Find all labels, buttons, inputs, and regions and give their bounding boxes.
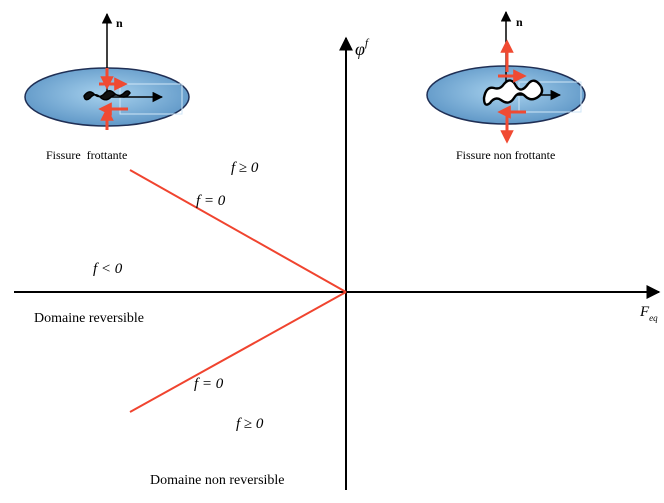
crack-left-normal-label: n [116, 16, 123, 30]
lower-boundary-line [130, 292, 346, 412]
label-f-lt: f < 0 [93, 261, 123, 277]
label-lower-f-eq: f = 0 [194, 376, 224, 392]
upper-boundary-line [130, 170, 346, 292]
label-lower-f-geq: f ≥ 0 [236, 416, 264, 432]
domain-non-reversible-label: Domaine non reversible [150, 473, 285, 488]
crack-left-caption: Fissure frottante [46, 148, 127, 162]
x-axis-label: Feq [639, 304, 658, 323]
label-upper-f-geq: f ≥ 0 [231, 160, 259, 176]
crack-right-normal-label: n [516, 15, 523, 29]
label-upper-f-eq: f = 0 [196, 193, 226, 209]
crack-right-caption: Fissure non frottante [456, 148, 555, 162]
y-axis-label: φf [355, 37, 370, 59]
crack-right-illustration: n Fissure non frottante [427, 12, 585, 162]
crack-left-illustration: n Fissure frottante [25, 14, 189, 162]
domain-reversible-label: Domaine reversible [34, 311, 144, 326]
